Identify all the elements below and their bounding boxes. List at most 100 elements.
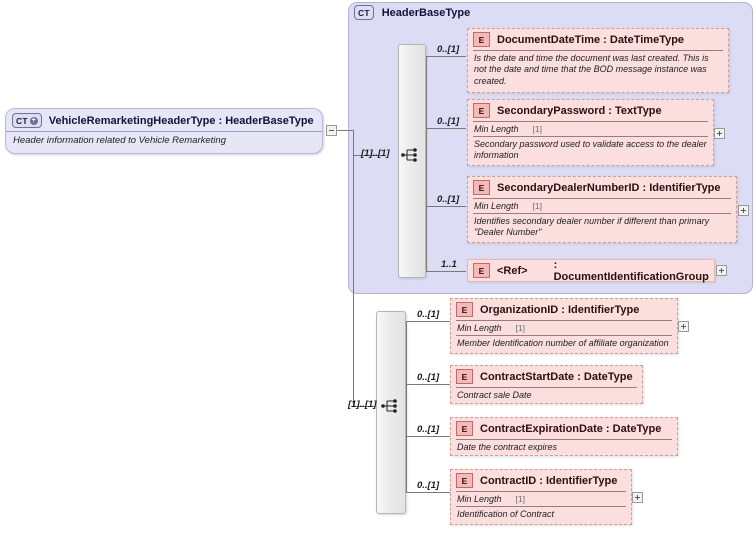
cardinality-secondarypassword: 0..[1] [437,116,460,127]
cardinality-contractexpirationdate: 0..[1] [417,424,440,435]
complextype-badge-icon: CT [354,5,374,20]
element-box-contractid[interactable]: E ContractID : IdentifierType Min Length… [450,469,632,525]
element-badge-icon: E [473,180,490,195]
element-title: SecondaryDealerNumberID : IdentifierType [497,181,721,194]
cardinality-documentdatetime: 0..[1] [437,44,460,55]
element-box-contractexpirationdate[interactable]: E ContractExpirationDate : DateType Date… [450,417,678,456]
plus-glyph-icon: + [29,116,38,125]
expand-toggle-secondarydealernumberid[interactable] [738,205,749,216]
cardinality-contractid: 0..[1] [417,480,440,491]
element-separator-2 [456,506,626,507]
element-header-organizationid: E OrganizationID : IdentifierType [451,299,677,320]
facet-name: Min Length [474,201,519,211]
cardinality-sequence-bottom: [1]..[1] [348,399,377,410]
element-box-documentdatetime[interactable]: E DocumentDateTime : DateTimeType Is the… [467,28,729,93]
connector-lead-secondarypassword [426,128,466,129]
cardinality-secondarydealernumberid: 0..[1] [437,194,460,205]
element-facet-minlength: Min Length [1] [451,321,677,335]
element-title: OrganizationID : IdentifierType [480,303,640,316]
element-separator-2 [473,136,708,137]
sequence-compositor-top[interactable] [398,44,426,278]
cardinality-contractstartdate: 0..[1] [417,372,440,383]
element-header-contractid: E ContractID : IdentifierType [451,470,631,491]
connector-trunk-h [337,130,353,131]
element-box-organizationid[interactable]: E OrganizationID : IdentifierType Min Le… [450,298,678,354]
element-documentation: Identifies secondary dealer number if di… [474,216,710,238]
connector-lead-documentdatetime [426,56,466,57]
element-title: DocumentDateTime : DateTimeType [497,33,685,46]
root-collapse-toggle[interactable] [326,125,337,136]
connector-top-spine [426,56,427,271]
connector-bottom-spine [406,321,407,492]
connector-lead-ref [426,271,466,272]
ref-type: : DocumentIdentificationGroup [553,258,709,283]
expand-toggle-contractid[interactable] [632,492,643,503]
element-facet-minlength: Min Length [1] [451,492,631,506]
element-box-ref-documentidentificationgroup[interactable]: E <Ref> : DocumentIdentificationGroup [467,258,715,283]
connector-lead-contractid [406,492,450,493]
facet-value: [1] [515,494,525,504]
element-badge-icon: E [473,263,490,278]
element-separator [473,121,708,122]
facet-name: Min Length [457,494,502,504]
element-header-secondarypassword: E SecondaryPassword : TextType [468,100,713,121]
element-title: SecondaryPassword : TextType [497,104,662,117]
root-complextype-box[interactable]: CT+ VehicleRemarketingHeaderType : Heade… [5,108,323,154]
cardinality-sequence-top: [1]..[1] [361,148,390,159]
connector-lead-secondarydealernumberid [426,206,466,207]
element-box-secondarypassword[interactable]: E SecondaryPassword : TextType Min Lengt… [467,99,714,166]
element-title: ContractStartDate : DateType [480,370,633,383]
connector-lead-organizationid [406,321,450,322]
expand-toggle-ref[interactable] [716,265,727,276]
element-header-documentdatetime: E DocumentDateTime : DateTimeType [468,29,728,50]
element-separator [473,198,731,199]
element-box-secondarydealernumberid[interactable]: E SecondaryDealerNumberID : IdentifierTy… [467,176,737,243]
element-badge-icon: E [473,103,490,118]
element-badge-icon: E [456,302,473,317]
element-facet-minlength: Min Length [1] [468,122,713,136]
root-complextype-documentation: Header information related to Vehicle Re… [13,135,226,146]
sequence-icon-top [401,148,417,162]
cardinality-organizationid: 0..[1] [417,309,440,320]
element-title: ContractExpirationDate : DateType [480,422,662,435]
sequence-compositor-bottom[interactable] [376,311,406,514]
element-separator-2 [456,335,672,336]
element-documentation: Secondary password used to validate acce… [474,139,707,161]
element-separator [456,439,672,440]
element-separator-2 [473,213,731,214]
expand-toggle-secondarypassword[interactable] [714,128,725,139]
cardinality-ref: 1..1 [441,259,457,270]
connector-trunk-v [353,130,354,406]
root-complextype-title: VehicleRemarketingHeaderType : HeaderBas… [48,114,314,127]
element-documentation: Identification of Contract [457,509,555,519]
element-documentation: Is the date and time the document was la… [474,53,709,86]
element-separator [473,50,723,51]
element-documentation: Contract sale Date [457,390,532,400]
facet-value: [1] [532,124,542,134]
root-complextype-header: CT+ VehicleRemarketingHeaderType : Heade… [6,109,322,132]
element-box-contractstartdate[interactable]: E ContractStartDate : DateType Contract … [450,365,643,404]
element-separator [456,491,626,492]
connector-lead-contractstartdate [406,384,450,385]
connector-lead-contractexpirationdate [406,436,450,437]
container-header-headerbasetype: CT HeaderBaseType [354,5,470,20]
element-badge-icon: E [456,421,473,436]
element-separator [456,320,672,321]
element-header-contractexpirationdate: E ContractExpirationDate : DateType [451,418,677,439]
complextype-plus-badge-icon[interactable]: CT+ [12,113,42,128]
element-facet-minlength: Min Length [1] [468,199,736,213]
connector-branch-top [353,155,385,156]
facet-value: [1] [515,323,525,333]
element-documentation: Date the contract expires [457,442,558,452]
sequence-icon-bottom [381,399,397,413]
element-documentation: Member Identification number of affiliat… [457,338,669,348]
ref-name: <Ref> [497,264,528,277]
container-title: HeaderBaseType [381,6,471,19]
facet-name: Min Length [474,124,519,134]
element-title: ContractID : IdentifierType [480,474,618,487]
expand-toggle-organizationid[interactable] [678,321,689,332]
element-badge-icon: E [473,32,490,47]
connector-branch-bottom [353,406,375,407]
element-badge-icon: E [456,369,473,384]
facet-name: Min Length [457,323,502,333]
